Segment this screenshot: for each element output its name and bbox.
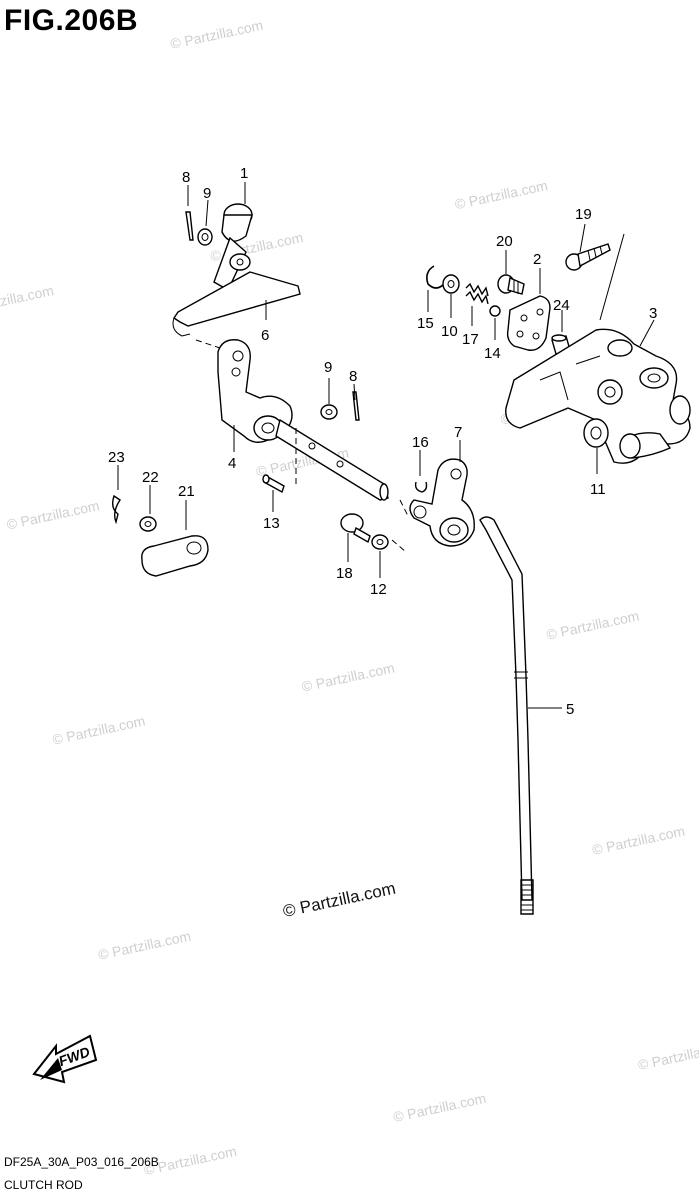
callout-7: 7 <box>454 424 462 441</box>
part-15-snap-ring[interactable] <box>426 265 445 289</box>
part-20-screw[interactable] <box>497 274 525 295</box>
part-4-clutch-shaft[interactable] <box>217 339 389 501</box>
part-5-clutch-rod[interactable] <box>479 516 534 915</box>
part-23-clip[interactable] <box>111 494 121 525</box>
figure-name: CLUTCH ROD <box>4 1178 83 1192</box>
watermark: © Partzilla.com <box>453 177 549 212</box>
fwd-arrow-icon: FWD <box>32 1034 98 1084</box>
callout-2: 2 <box>533 251 541 268</box>
callout-17: 17 <box>462 331 479 348</box>
part-14-ball[interactable] <box>489 305 501 317</box>
callout-9-mid: 9 <box>324 359 332 376</box>
watermark: © Partzilla.com <box>0 282 55 317</box>
part-11-washer[interactable] <box>583 418 609 448</box>
part-8-pin-top[interactable] <box>185 211 194 241</box>
watermark: © Partzilla.com <box>97 928 193 963</box>
part-12-washer[interactable] <box>371 534 389 550</box>
callout-9-top: 9 <box>203 185 211 202</box>
part-13-dowel-pin[interactable] <box>262 474 285 494</box>
part-18-bolt[interactable] <box>340 513 371 544</box>
part-17-spring[interactable] <box>465 282 489 305</box>
callout-10: 10 <box>441 323 458 340</box>
part-2-plate[interactable] <box>506 295 551 351</box>
part-21-lever[interactable] <box>141 535 209 577</box>
part-1-upper-lever[interactable] <box>213 203 253 291</box>
callout-1: 1 <box>240 165 248 182</box>
watermark: © Partzilla.com <box>169 17 265 52</box>
callout-19: 19 <box>575 206 592 223</box>
part-8-pin-mid[interactable] <box>352 391 360 421</box>
watermark: © Partzilla.com <box>51 712 147 747</box>
callout-21: 21 <box>178 483 195 500</box>
callout-16: 16 <box>412 434 429 451</box>
callout-5: 5 <box>566 701 574 718</box>
callout-20: 20 <box>496 233 513 250</box>
part-16-clip[interactable] <box>414 481 428 493</box>
callout-8-mid: 8 <box>349 368 357 385</box>
watermark: © Partzilla.com <box>300 659 396 694</box>
callout-15: 15 <box>417 315 434 332</box>
part-9-washer-mid[interactable] <box>320 404 338 420</box>
part-10-washer[interactable] <box>442 274 460 294</box>
rod-thread <box>520 879 534 915</box>
callout-4: 4 <box>228 455 236 472</box>
callout-6: 6 <box>261 327 269 344</box>
callout-8-top: 8 <box>182 169 190 186</box>
callout-13: 13 <box>263 515 280 532</box>
watermark: © Partzilla.com <box>392 1090 488 1125</box>
callout-22: 22 <box>142 469 159 486</box>
callout-18: 18 <box>336 565 353 582</box>
part-3-housing[interactable] <box>505 328 691 464</box>
figure-title: FIG.206B <box>4 4 139 37</box>
watermark: © Partzilla.com <box>545 607 641 642</box>
figure-code: DF25A_30A_P03_016_206B <box>4 1155 159 1169</box>
part-6-link-rod[interactable] <box>172 271 301 337</box>
watermark-center: © Partzilla.com <box>281 879 397 921</box>
watermark: © Partzilla.com <box>591 823 687 858</box>
callout-11: 11 <box>590 481 606 498</box>
callout-3: 3 <box>649 305 657 322</box>
watermark: © Partzilla.com <box>5 497 101 532</box>
callout-23: 23 <box>108 449 125 466</box>
callout-24: 24 <box>553 297 570 314</box>
callout-14: 14 <box>484 345 501 362</box>
callout-12: 12 <box>370 581 387 598</box>
part-9-washer-top[interactable] <box>197 228 213 246</box>
watermark: © Partzilla.com <box>636 1038 699 1073</box>
part-19-bolt[interactable] <box>565 243 611 271</box>
part-22-washer[interactable] <box>139 516 157 532</box>
